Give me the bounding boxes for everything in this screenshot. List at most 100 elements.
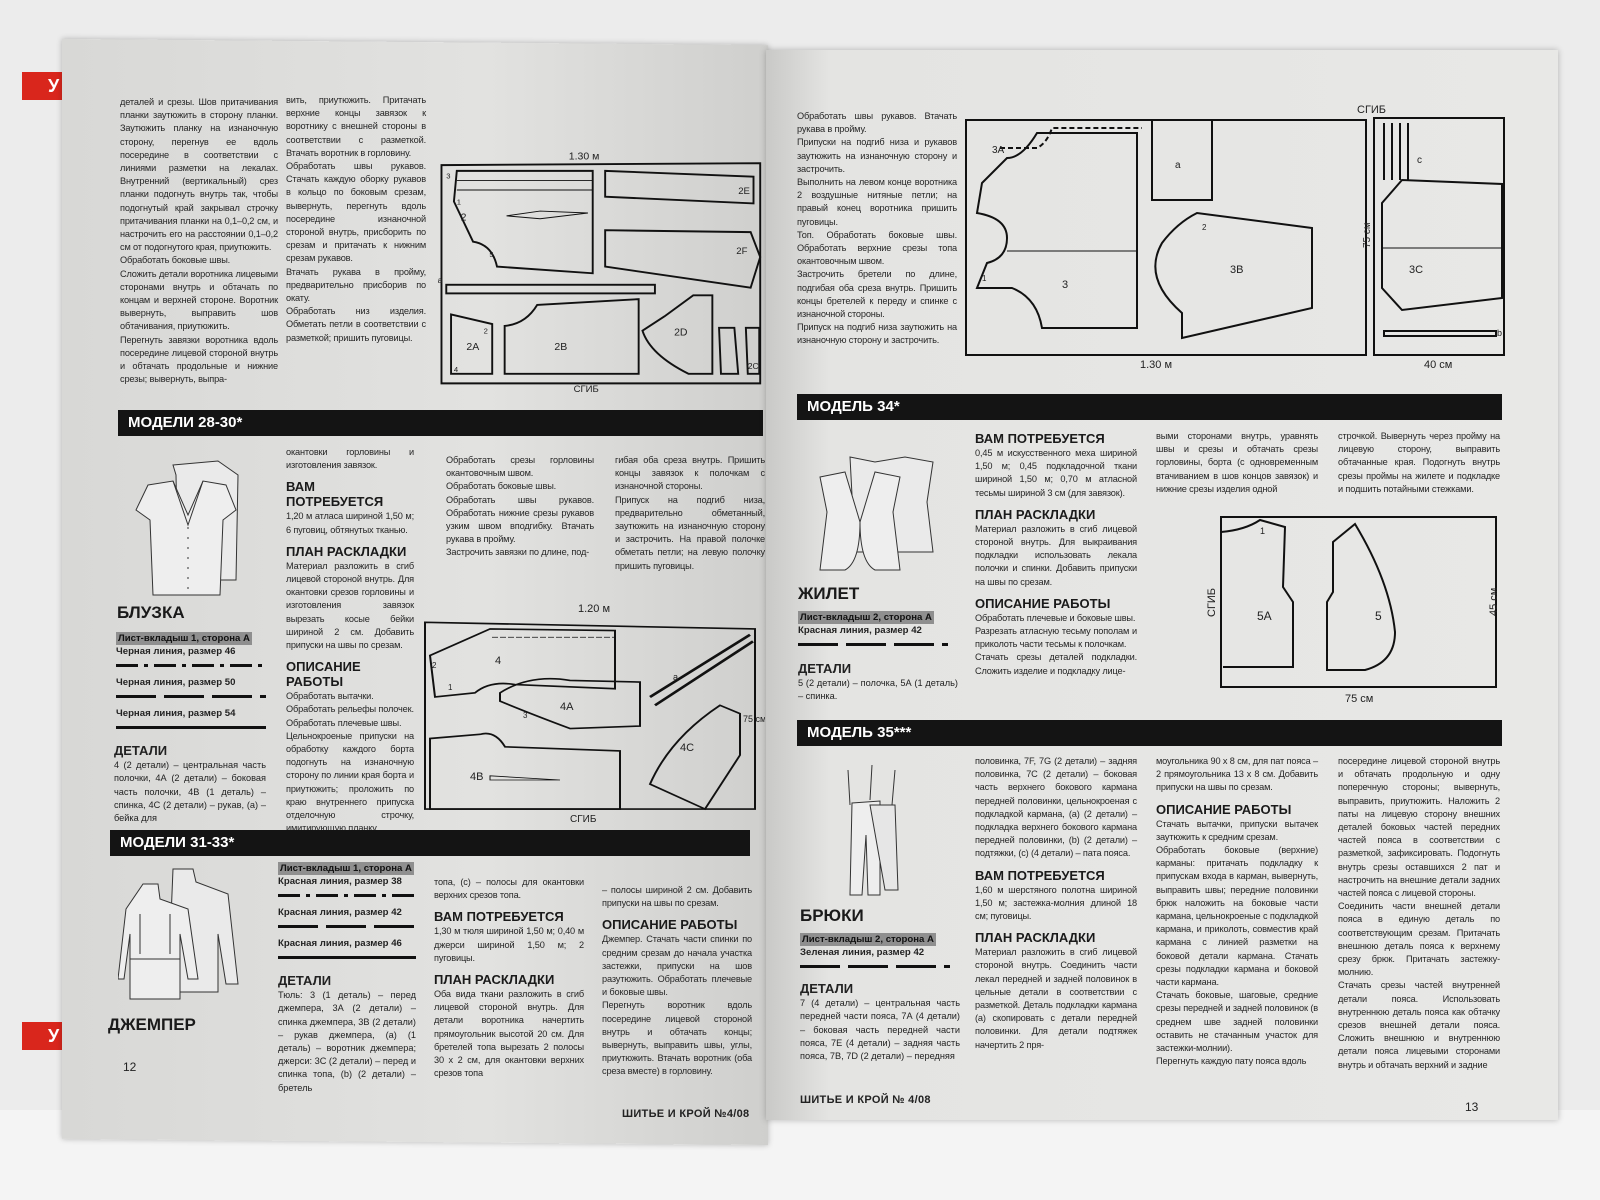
text-column: вить, приутюжить. Притачать верхние конц… — [286, 94, 426, 345]
text-column: половинка, 7F, 7G (2 детали) – задняя по… — [975, 755, 1137, 1052]
section-heading: ПЛАН РАСКЛАДКИ — [434, 972, 555, 988]
section-header-models-28-30: МОДЕЛИ 28-30* — [118, 410, 763, 436]
text-column: моугольника 90 х 8 см, для пат пояса – 2… — [1156, 755, 1318, 1068]
piece-label: 4C — [680, 742, 694, 754]
vest-illustration — [819, 456, 934, 571]
details-block: ДЕТАЛИ 7 (4 детали) – центральная часть … — [800, 982, 960, 1063]
paragraph: Топ. Обработать боковые швы. Обработать … — [797, 229, 957, 267]
section-header-models-31-33: МОДЕЛИ 31-33* — [110, 830, 750, 856]
width-label: 40 см — [1424, 359, 1452, 371]
piece-label: 5 — [1375, 609, 1382, 623]
size-line-label: Красная линия, размер 38 — [278, 876, 402, 887]
paragraph: Втачать рукава в пройму, предварительно … — [286, 266, 426, 304]
section-heading: ВАМ ПОТРЕБУЕТСЯ — [975, 867, 1105, 883]
size-line-label: Зеленая линия, размер 42 — [800, 947, 925, 958]
line-style-solid — [278, 956, 416, 959]
paragraph: окантовки горловины и изготовления завяз… — [286, 447, 414, 471]
paragraph: посередине лицевой стороной внутрь и обт… — [1338, 756, 1500, 899]
model-title: БРЮКИ — [800, 906, 864, 925]
paragraph: деталей и срезы. Шов притачивания планки… — [120, 97, 278, 253]
section-heading: ОПИСАНИЕ РАБОТЫ — [286, 659, 361, 690]
notch-mark: 1 — [982, 274, 987, 283]
paragraph: Обработать плечевые швы. — [286, 717, 402, 728]
paragraph: Припуск на подгиб низа заутюжить на изна… — [797, 322, 957, 346]
trousers-illustration — [847, 765, 899, 896]
piece-label: 3 — [1062, 279, 1068, 291]
pattern-sheet-label: Лист-вкладыш 2, сторона А — [798, 611, 934, 624]
fold-label: СГИБ — [570, 814, 597, 825]
details-text: 5 (2 детали) – полочка, 5А (1 деталь) – … — [798, 678, 958, 702]
notch-mark: 2 — [484, 327, 488, 336]
blouse-illustration — [135, 460, 239, 596]
paragraph: Материал разложить в сгиб лицевой сторон… — [975, 947, 1137, 1050]
paragraph: 0,45 м искусственного меха шириной 1,50 … — [975, 448, 1137, 498]
piece-label: 2D — [674, 327, 688, 339]
paragraph: Обработать срезы горловины окантовочным … — [446, 455, 594, 479]
paragraph: вить, приутюжить. Притачать верхние конц… — [286, 95, 426, 158]
model-title: ДЖЕМПЕР — [108, 1015, 196, 1034]
notch-mark: 3 — [446, 172, 450, 181]
line-style-dashed — [116, 695, 266, 698]
paragraph: Припуски на подгиб низа и рукавов заутюж… — [797, 137, 957, 174]
paragraph: Перегнуть каждую пату пояса вдоль — [1156, 1056, 1307, 1067]
piece-label: 3C — [1409, 264, 1423, 276]
magazine-footer: ШИТЬЕ И КРОЙ № 4/08 — [800, 1094, 931, 1106]
paragraph: Разрезать атласную тесьму пополам и прик… — [975, 626, 1137, 650]
width-label: 75 см — [1345, 693, 1373, 705]
paragraph: Обработать швы рукавов. Стачать каждую о… — [286, 161, 426, 264]
section-edge-tab: У — [22, 1022, 62, 1050]
size-legend: Лист-вкладыш 2, сторона А Красная линия,… — [798, 611, 948, 655]
section-heading: ОПИСАНИЕ РАБОТЫ — [975, 595, 1111, 611]
paragraph: Обработать швы рукавов. Втачать рукава в… — [797, 111, 957, 135]
line-style-solid — [116, 726, 266, 729]
size-legend: Лист-вкладыш 1, сторона А Черная линия, … — [116, 632, 266, 738]
piece-label: 4A — [560, 701, 574, 713]
paragraph: Застрочить бретели по длине, подгибая об… — [797, 269, 957, 320]
details-heading: ДЕТАЛИ — [114, 743, 168, 758]
size-legend: Лист-вкладыш 2, сторона А Зеленая линия,… — [800, 933, 950, 977]
height-label: 45 см — [1488, 588, 1500, 616]
piece-label: 5A — [1257, 609, 1272, 623]
piece-label: b — [1497, 328, 1502, 338]
jumper-illustration — [118, 868, 239, 1000]
text-column: строчкой. Вывернуть через пройму на лице… — [1338, 430, 1500, 496]
section-header-model-35: МОДЕЛЬ 35*** — [797, 720, 1502, 746]
paragraph: Стачать вытачки, припуски вытачек заутюж… — [1156, 818, 1318, 842]
paragraph: 1,30 м тюля шириной 1,50 м; 0,40 м джерс… — [434, 926, 584, 963]
text-column: Обработать швы рукавов. Втачать рукава в… — [797, 110, 957, 348]
size-line-label: Красная линия, размер 42 — [798, 625, 922, 636]
text-column: выми сторонами внутрь, уравнять швы и ср… — [1156, 430, 1318, 496]
line-style-dash-dot — [116, 664, 266, 667]
section-heading: ВАМ ПОТРЕБУЕТСЯ — [286, 479, 384, 510]
section-heading: ОПИСАНИЕ РАБОТЫ — [1156, 801, 1292, 817]
paragraph: Обработать боковые швы. — [446, 481, 557, 492]
paragraph: Обработать боковые (верхние) карманы: пр… — [1156, 845, 1318, 988]
details-text: Тюль: 3 (1 деталь) – перед джемпера, 3А … — [278, 990, 416, 1093]
paragraph: Соединить части внешней детали пояса в е… — [1338, 901, 1500, 978]
piece-label: 3A — [992, 145, 1005, 156]
paragraph: моугольника 90 х 8 см, для пат пояса – 2… — [1156, 756, 1318, 793]
notch-mark: 1 — [457, 197, 461, 206]
piece-label: a — [1175, 160, 1181, 171]
paragraph: 1,60 м шерстяного полотна шириной 1,50 м… — [975, 884, 1137, 922]
notch-mark: 2 — [432, 661, 437, 670]
paragraph: Обработать боковые швы. — [120, 255, 231, 266]
height-label: 75 см — [743, 714, 765, 724]
paragraph: Выполнить на левом конце воротника 2 воз… — [797, 177, 957, 227]
paragraph: Перегнуть завязки воротника вдоль посере… — [120, 334, 278, 385]
section-heading: ПЛАН РАСКЛАДКИ — [975, 506, 1096, 522]
paragraph: половинка, 7F, 7G (2 детали) – задняя по… — [975, 756, 1137, 859]
layout-diagram-blouse: 1.20 м 4 4A 4B 4C a 1 2 3 75 см — [424, 603, 765, 811]
page-number: 13 — [1465, 1100, 1479, 1114]
paragraph: Стачать боковые, шаговые, средние срезы … — [1156, 990, 1318, 1054]
details-block: ДЕТАЛИ 4 (2 детали) – центральная часть … — [114, 744, 266, 825]
piece-label: a — [438, 275, 443, 285]
details-heading: ДЕТАЛИ — [800, 981, 854, 996]
size-line-label: Черная линия, размер 54 — [116, 708, 236, 719]
layout-diagram-vest: СГИБ 5A 5 1 75 см 45 см — [1206, 516, 1500, 705]
width-label: 1.30 м — [569, 150, 600, 162]
size-line-label: Красная линия, размер 46 — [278, 938, 402, 949]
paragraph: Джемпер. Стачать части спинки по средним… — [602, 934, 752, 998]
section-heading: ПЛАН РАСКЛАДКИ — [286, 543, 407, 559]
